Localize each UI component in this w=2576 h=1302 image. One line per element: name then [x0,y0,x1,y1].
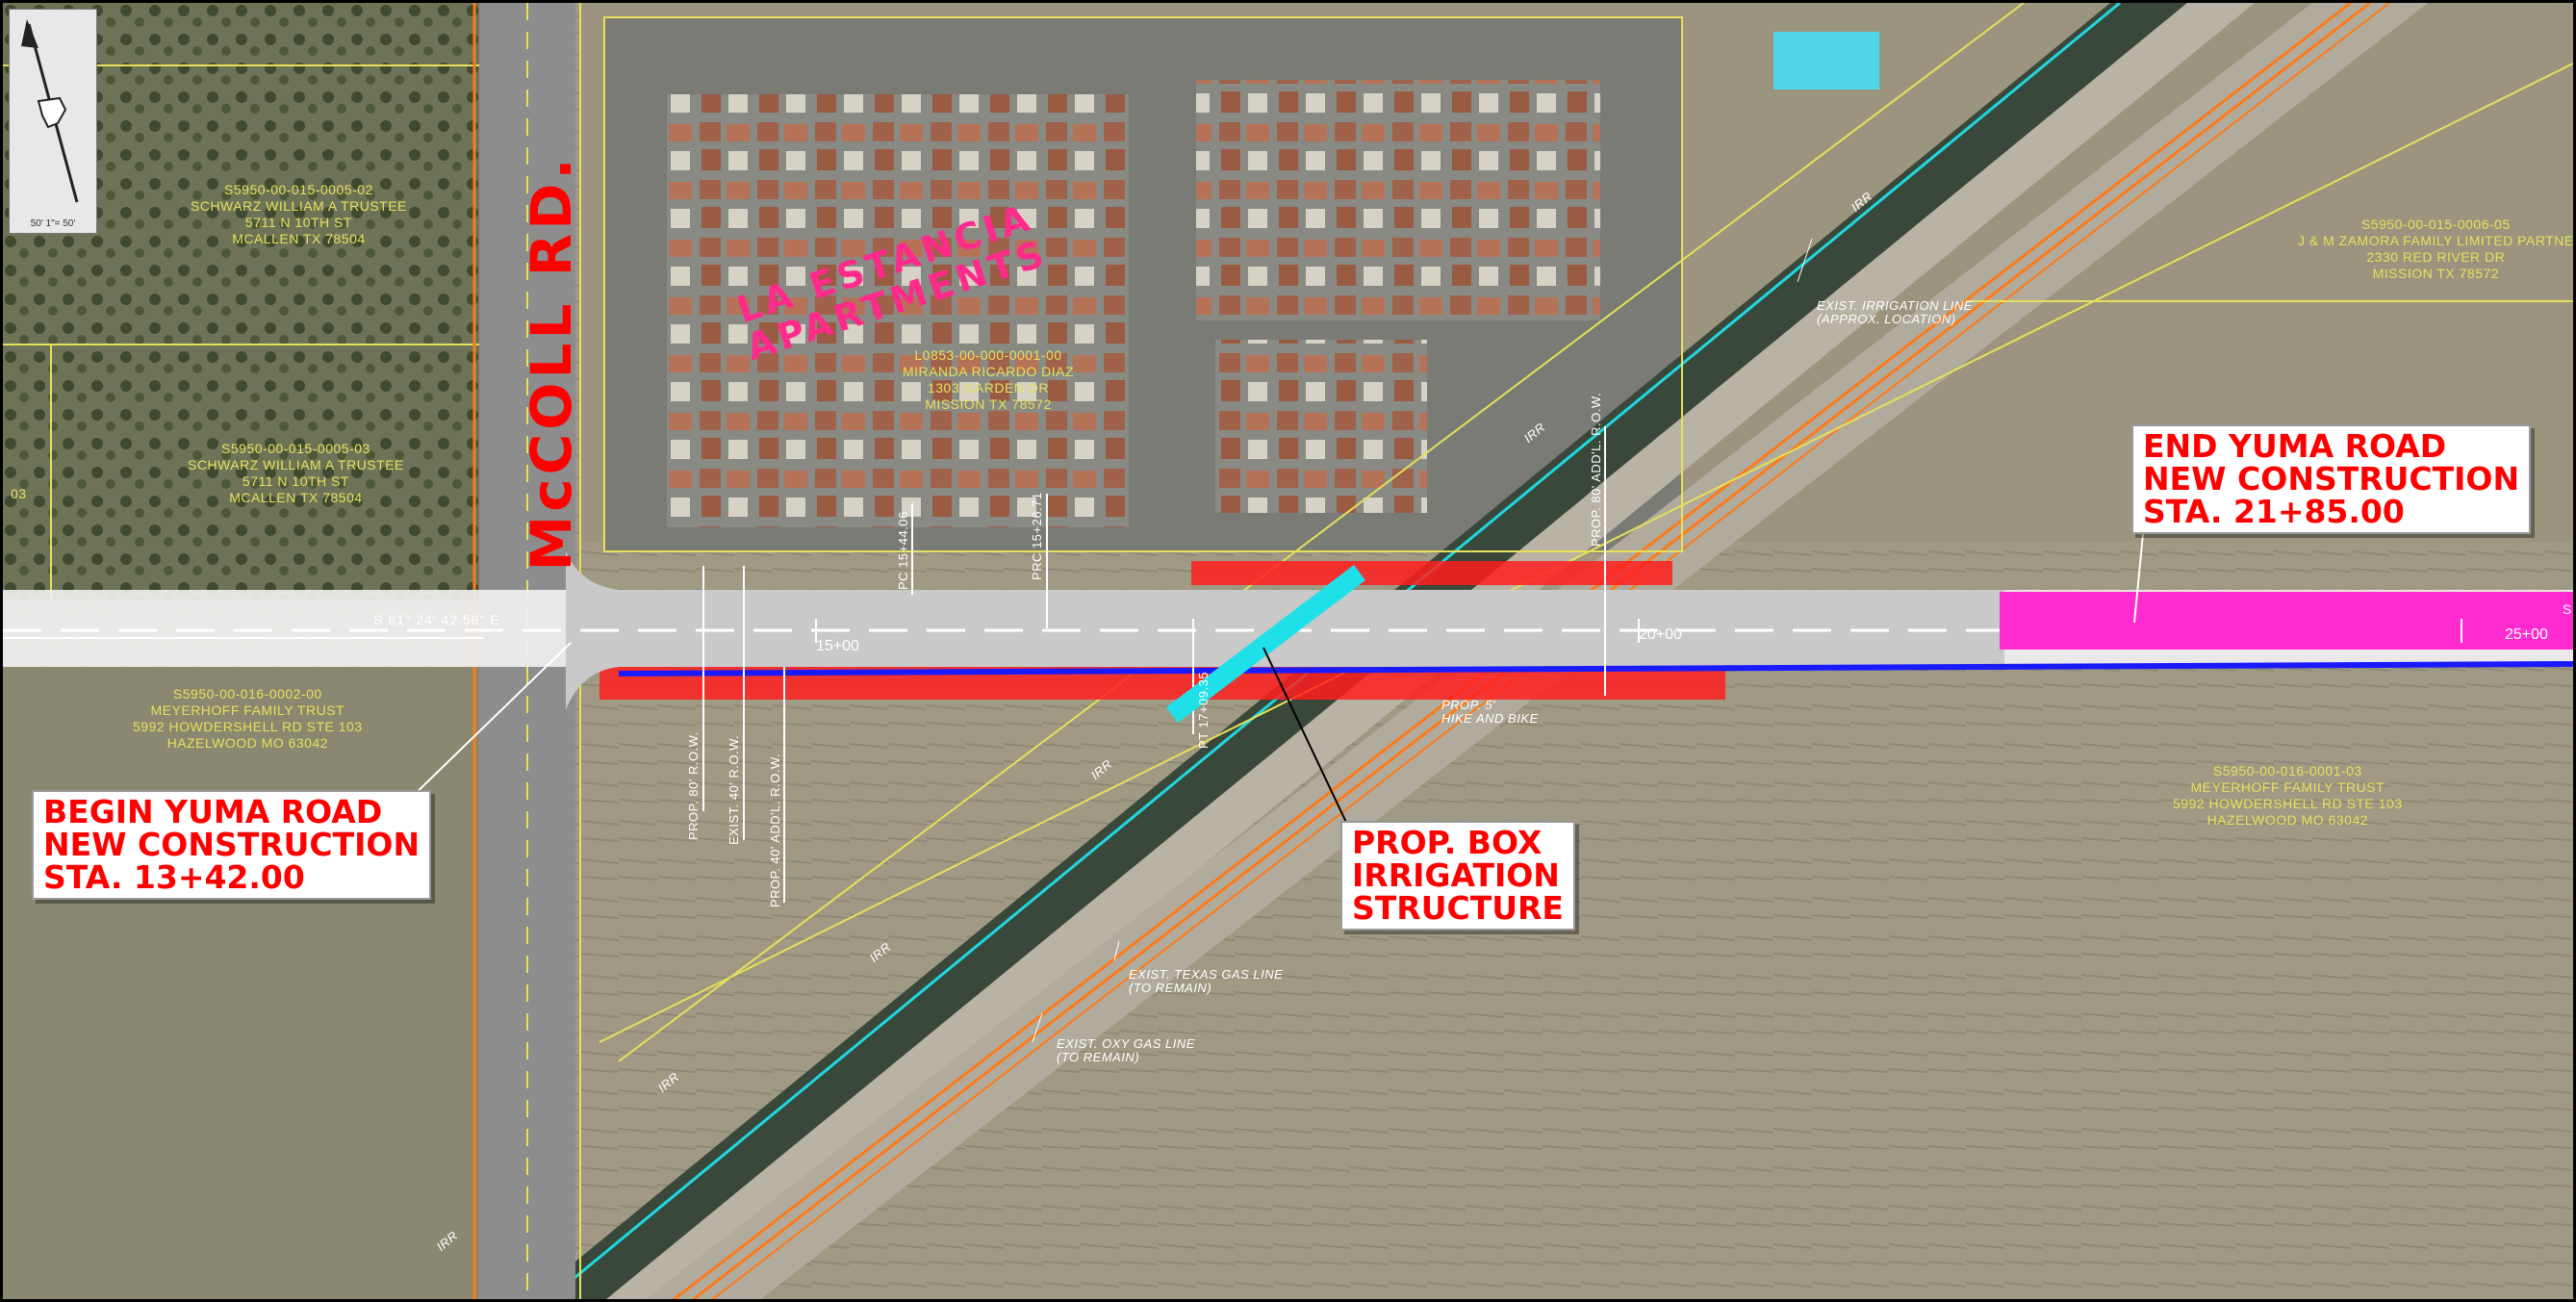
parcel-id: S5950-00-016-0001-03 [2212,763,2362,779]
note-texas-gas: EXIST. TEXAS GAS LINE (TO REMAIN) [1129,968,1283,995]
parcel-label: S5950-00-016-0001-03 MEYERHOFF FAMILY TR… [2173,763,2403,829]
callout-line: STA. 21+85.00 [2143,493,2405,530]
parcel-label: S5950-00-015-0006-05 J & M ZAMORA FAMILY… [2298,217,2574,282]
pool [1773,32,1879,89]
parcel-label: S5950-00-015-0005-03 SCHWARZ WILLIAM A T… [188,441,404,506]
parcel-id: S5950-00-015-0005-03 [221,441,370,456]
parcel-address: 5992 HOWDERSHELL RD STE 103 [2173,796,2403,811]
parcel-owner: MEYERHOFF FAMILY TRUST [150,702,345,718]
parcel-id: S5950-00-016-0002-00 [172,686,322,702]
note-line: EXIST. IRRIGATION LINE [1817,298,1973,313]
parcel-city: MISSION TX 78572 [925,396,1052,412]
parcel-owner: SCHWARZ WILLIAM A TRUSTEE [188,457,404,472]
parcel-label: L0853-00-000-0001-00 MIRANDA RICARDO DIA… [903,347,1074,413]
bearing-label: S 81° 24' 42.58" E [373,612,500,627]
row-label-prop-40-addl: PROP. 40' ADD'L. R.O.W. [768,753,782,907]
callout-line: BEGIN YUMA ROAD [43,793,383,830]
parcel-city: MISSION TX 78572 [2372,266,2500,281]
prop-row-north [1191,561,1672,585]
callout-line: END YUMA ROAD [2143,427,2447,465]
callout-line: IRRIGATION [1352,856,1560,894]
box-structure [1165,565,1366,723]
parcel-city: HAZELWOOD MO 63042 [166,735,329,751]
parcel-address: 5711 N 10TH ST [242,473,349,489]
row-label-exist-40: EXIST. 40' R.O.W. [727,734,741,845]
note-irrigation-line: EXIST. IRRIGATION LINE (APPROX. LOCATION… [1817,299,1973,326]
callout-begin-construction: BEGIN YUMA ROAD NEW CONSTRUCTION STA. 13… [32,790,432,900]
station-label: 25+00 [2505,626,2548,643]
aerial-base [3,3,2573,1299]
callout-line: NEW CONSTRUCTION [2143,460,2520,498]
road-name-mccoll: McCOLL RD. [519,154,584,572]
parcel-address: 2330 RED RIVER DR [2366,249,2506,265]
parcel-id: S5950-00-015-0005-02 [224,182,373,197]
parcel-id: S5950-00-015-0006-05 [2360,217,2511,232]
parcel-label: S5950-00-015-0005-02 SCHWARZ WILLIAM A T… [191,182,407,247]
future-segment [2000,592,2573,650]
parcel-city: MCALLEN TX 78504 [232,231,366,246]
callout-end-construction: END YUMA ROAD NEW CONSTRUCTION STA. 21+8… [2131,424,2532,534]
bearing-label-end: S [2563,601,2573,617]
note-line: (APPROX. LOCATION) [1817,312,1956,326]
station-label: 20+00 [1639,626,1682,643]
row-label-prop-80-addl: PROP. 80' ADD'L. R.O.W. [1589,393,1603,547]
curve-label-pt: PT 17+09.35 [1196,671,1211,749]
parcel-id: L0853-00-000-0001-00 [914,347,1062,363]
note-oxy-gas: EXIST. OXY GAS LINE (TO REMAIN) [1057,1037,1195,1064]
callout-line: PROP. BOX [1352,824,1543,861]
note-line: EXIST. OXY GAS LINE [1057,1036,1195,1051]
parcel-owner: MEYERHOFF FAMILY TRUST [2190,779,2385,795]
parcel-address: 5711 N 10TH ST [244,215,352,230]
parcel-owner: J & M ZAMORA FAMILY LIMITED PARTNE [2298,233,2574,248]
scale-text: 50' 1"= 50' [30,218,76,229]
hike-bike-path [618,661,2573,677]
parcel-label: S5950-00-016-0002-00 MEYERHOFF FAMILY TR… [133,686,363,752]
callout-box-structure: PROP. BOX IRRIGATION STRUCTURE [1340,821,1575,931]
parcel-address: 1303 GARDEN DR [927,380,1050,396]
note-line: (TO REMAIN) [1129,981,1212,995]
parcel-owner: SCHWARZ WILLIAM A TRUSTEE [191,198,407,214]
station-label: 15+00 [816,638,859,654]
callout-line: STA. 13+42.00 [43,858,305,896]
row-label-prop-80: PROP. 80' R.O.W. [686,731,701,840]
parcel-city: HAZELWOOD MO 63042 [2206,812,2369,828]
callout-line: STRUCTURE [1352,889,1564,927]
note-hike-bike: PROP. 5' HIKE AND BIKE [1441,699,1539,726]
note-line: HIKE AND BIKE [1441,711,1539,726]
callout-line: NEW CONSTRUCTION [43,826,421,863]
parcel-stub-label: 03 [11,486,27,501]
brush-area-sw [3,667,484,1299]
parcel-owner: MIRANDA RICARDO DIAZ [903,364,1075,379]
note-line: PROP. 5' [1441,698,1496,712]
north-arrow-icon [21,19,79,203]
curve-label-prc: PRC 15+26.71 [1030,492,1044,580]
curve-label-pc: PC 15+44.06 [896,511,910,590]
note-line: (TO REMAIN) [1057,1050,1140,1064]
note-line: EXIST. TEXAS GAS LINE [1129,967,1284,982]
parcel-address: 5992 HOWDERSHELL RD STE 103 [133,719,363,734]
parcel-city: MCALLEN TX 78504 [229,490,363,505]
north-arrow-panel: 50' 1"= 50' [9,9,97,234]
